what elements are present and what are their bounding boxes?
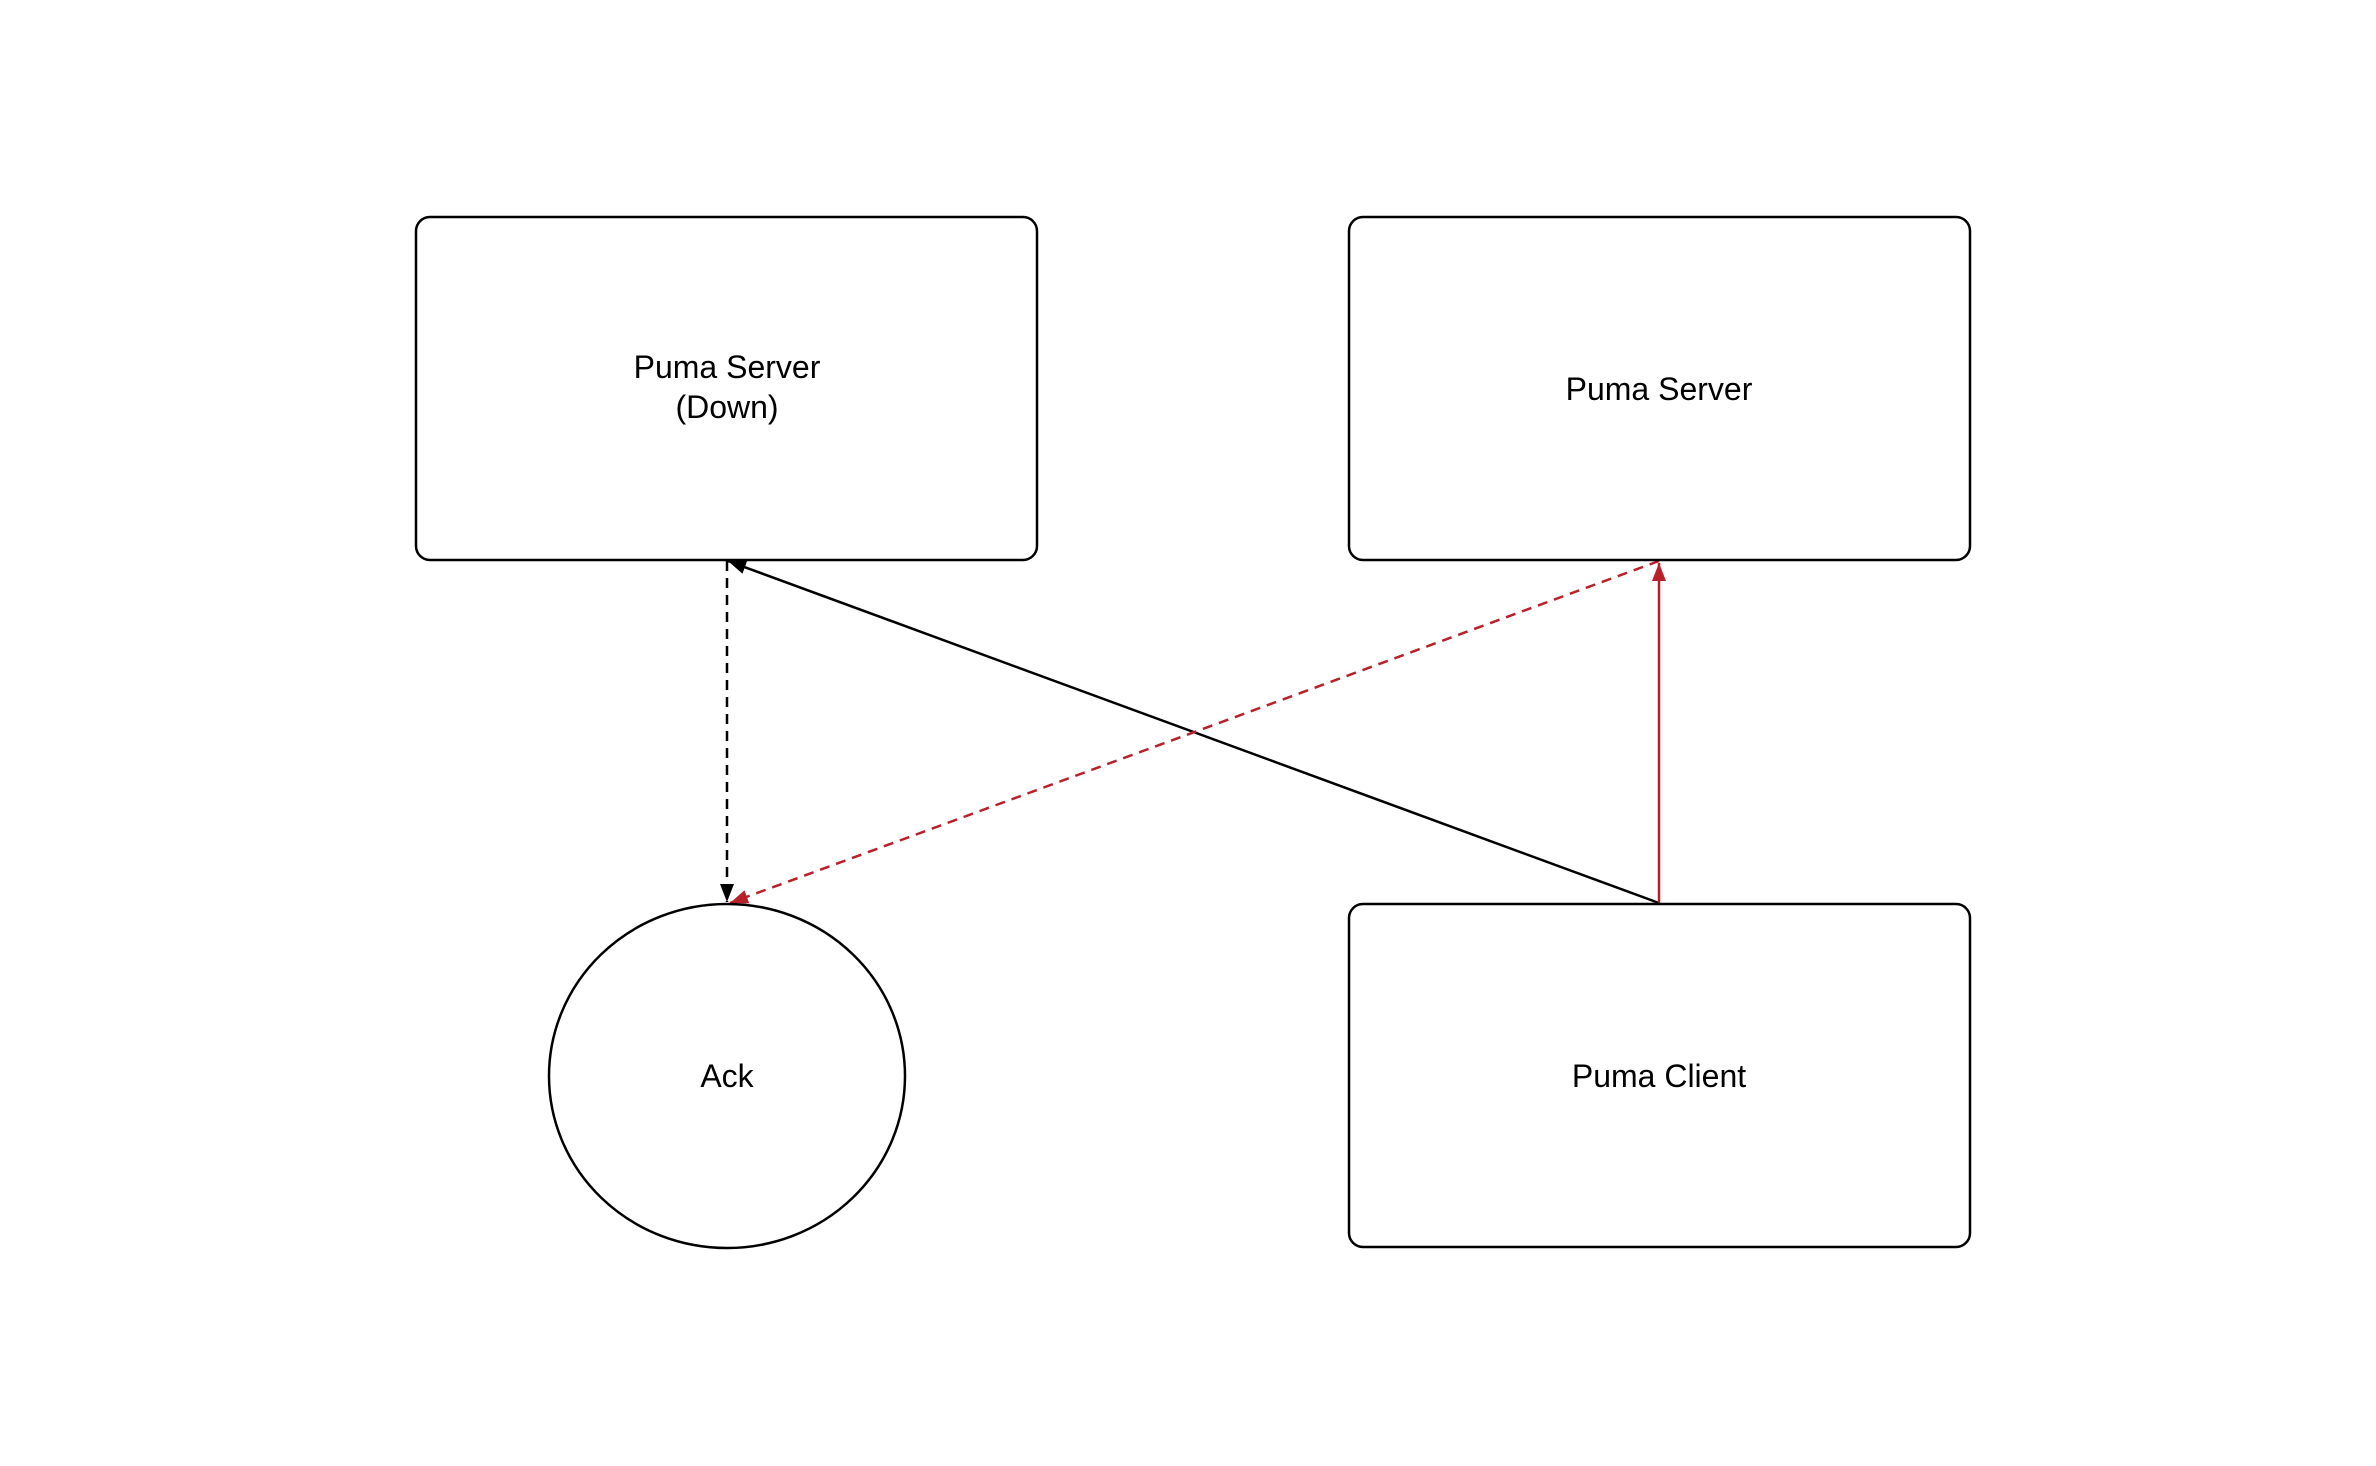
node-server-box [1347, 215, 1972, 562]
node-server[interactable]: Puma Server [1347, 215, 1972, 562]
node-server-down-status: (Down) [675, 389, 778, 425]
node-client-box [1347, 902, 1972, 1249]
node-ack-label: Ack [700, 1058, 754, 1094]
node-server-down-box [414, 215, 1039, 562]
node-ack-circle [547, 902, 907, 1250]
node-ack[interactable]: Ack [547, 902, 907, 1250]
edge-server-to-ack [729, 559, 1660, 905]
node-client-label: Puma Client [1572, 1058, 1746, 1094]
node-client[interactable]: Puma Client [1347, 902, 1972, 1249]
node-server-down-title: Puma Server [634, 349, 821, 385]
node-server-down[interactable]: Puma Server (Down) [414, 215, 1039, 562]
node-server-label: Puma Server [1566, 371, 1753, 407]
